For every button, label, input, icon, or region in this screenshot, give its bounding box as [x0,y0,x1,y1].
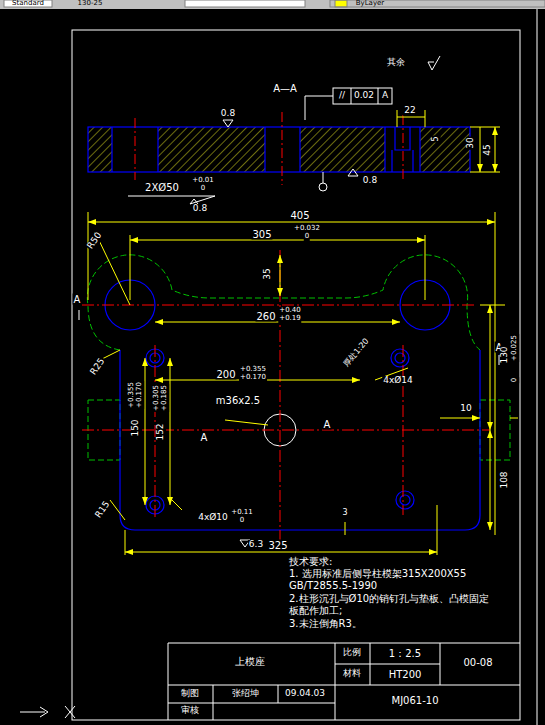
cad-label: 4xØ14 [382,376,414,386]
cad-label: A [73,294,82,305]
cad-label: 00-08 [462,657,493,668]
cad-label: +0.40 [278,307,301,315]
cad-label: 5 [432,135,441,142]
cad-label: A—A [272,83,298,94]
cad-label: 1：2.5 [388,648,422,659]
cad-label: A [323,419,332,430]
cad-label: R15 [93,499,112,521]
cad-label: ByLayer [356,0,384,8]
cad-label: +0.170 [136,381,144,409]
cad-label: +0.305 [153,384,161,412]
cad-label: 3 [341,509,348,518]
cad-label: 405 [289,210,310,221]
cad-label: m36x2.5 [215,395,261,406]
cad-label: A [381,91,389,101]
cad-label: +0.032 [293,225,321,233]
cad-label: +0.11 [230,509,253,517]
cad-label: +0.19 [278,315,301,323]
cad-label: +0.355 [239,366,267,374]
cad-label: 比例 [342,648,362,658]
cad-label: 0 [239,517,245,525]
cad-label: 260 [255,311,276,322]
cad-label: +0.025 [511,334,519,362]
cad-label: 材料 [342,669,362,679]
cad-label: 制图 [180,689,200,699]
cad-label: 200 [215,369,236,380]
cad-label: 0 [511,377,519,383]
cad-label: 0.8 [362,176,378,186]
cad-label: 35 [263,267,273,280]
cad-label: 130-25 [78,0,103,8]
cad-label: 0.8 [220,109,236,119]
cad-label: 150 [131,418,141,437]
cad-label: 技术要求: [288,556,333,567]
cad-label: A [200,432,209,443]
cad-label: 4xØ10 [197,513,229,523]
cad-label: 325 [267,540,288,551]
cad-label: 0 [304,233,310,241]
cad-label: +0.355 [128,381,136,409]
cad-label: 6.3 [248,540,264,550]
cad-label: 张绍坤 [231,689,260,699]
cad-label: 审核 [180,706,200,716]
cad-label: +0.185 [161,384,169,412]
cad-label: 板配作加工; [288,605,343,616]
cad-label: MJ061-10 [391,695,440,706]
cad-label: 厚处1:20 [342,336,372,369]
cad-label: 1. 选用标准后侧导柱模架315X200X55 [288,568,467,579]
cad-label: 其余 [386,58,406,68]
cad-label: 305 [251,229,272,240]
cad-label: 3.未注倒角R3。 [288,618,363,629]
cad-label: 10 [459,404,472,414]
cad-label: Standard [12,0,44,8]
cad-label: HT200 [388,669,423,680]
cad-label: GB/T2855.5-1990 [288,580,378,591]
cad-label: 45 [483,143,493,156]
cad-label: 2XØ50 [144,182,180,193]
cad-label: R25 [88,356,107,378]
cad-label: 0 [200,185,206,193]
cad-label: 0.8 [192,204,208,214]
cad-label: 152 [156,422,166,441]
cad-label: +0.170 [239,374,267,382]
cad-label: 130 [500,345,510,364]
cad-label: 上模座 [234,656,266,667]
cad-label: // [338,91,346,101]
cad-label: 22 [403,106,416,116]
cad-label: 2.柱形沉孔与Ø10的销钉孔与垫板、凸模固定 [288,593,490,604]
cad-label: 09.04.03 [284,689,326,699]
cad-label: 108 [500,470,510,489]
cad-label: 0.02 [353,91,375,101]
cad-label: +0.01 [191,177,214,185]
cad-label: 30 [466,136,476,149]
